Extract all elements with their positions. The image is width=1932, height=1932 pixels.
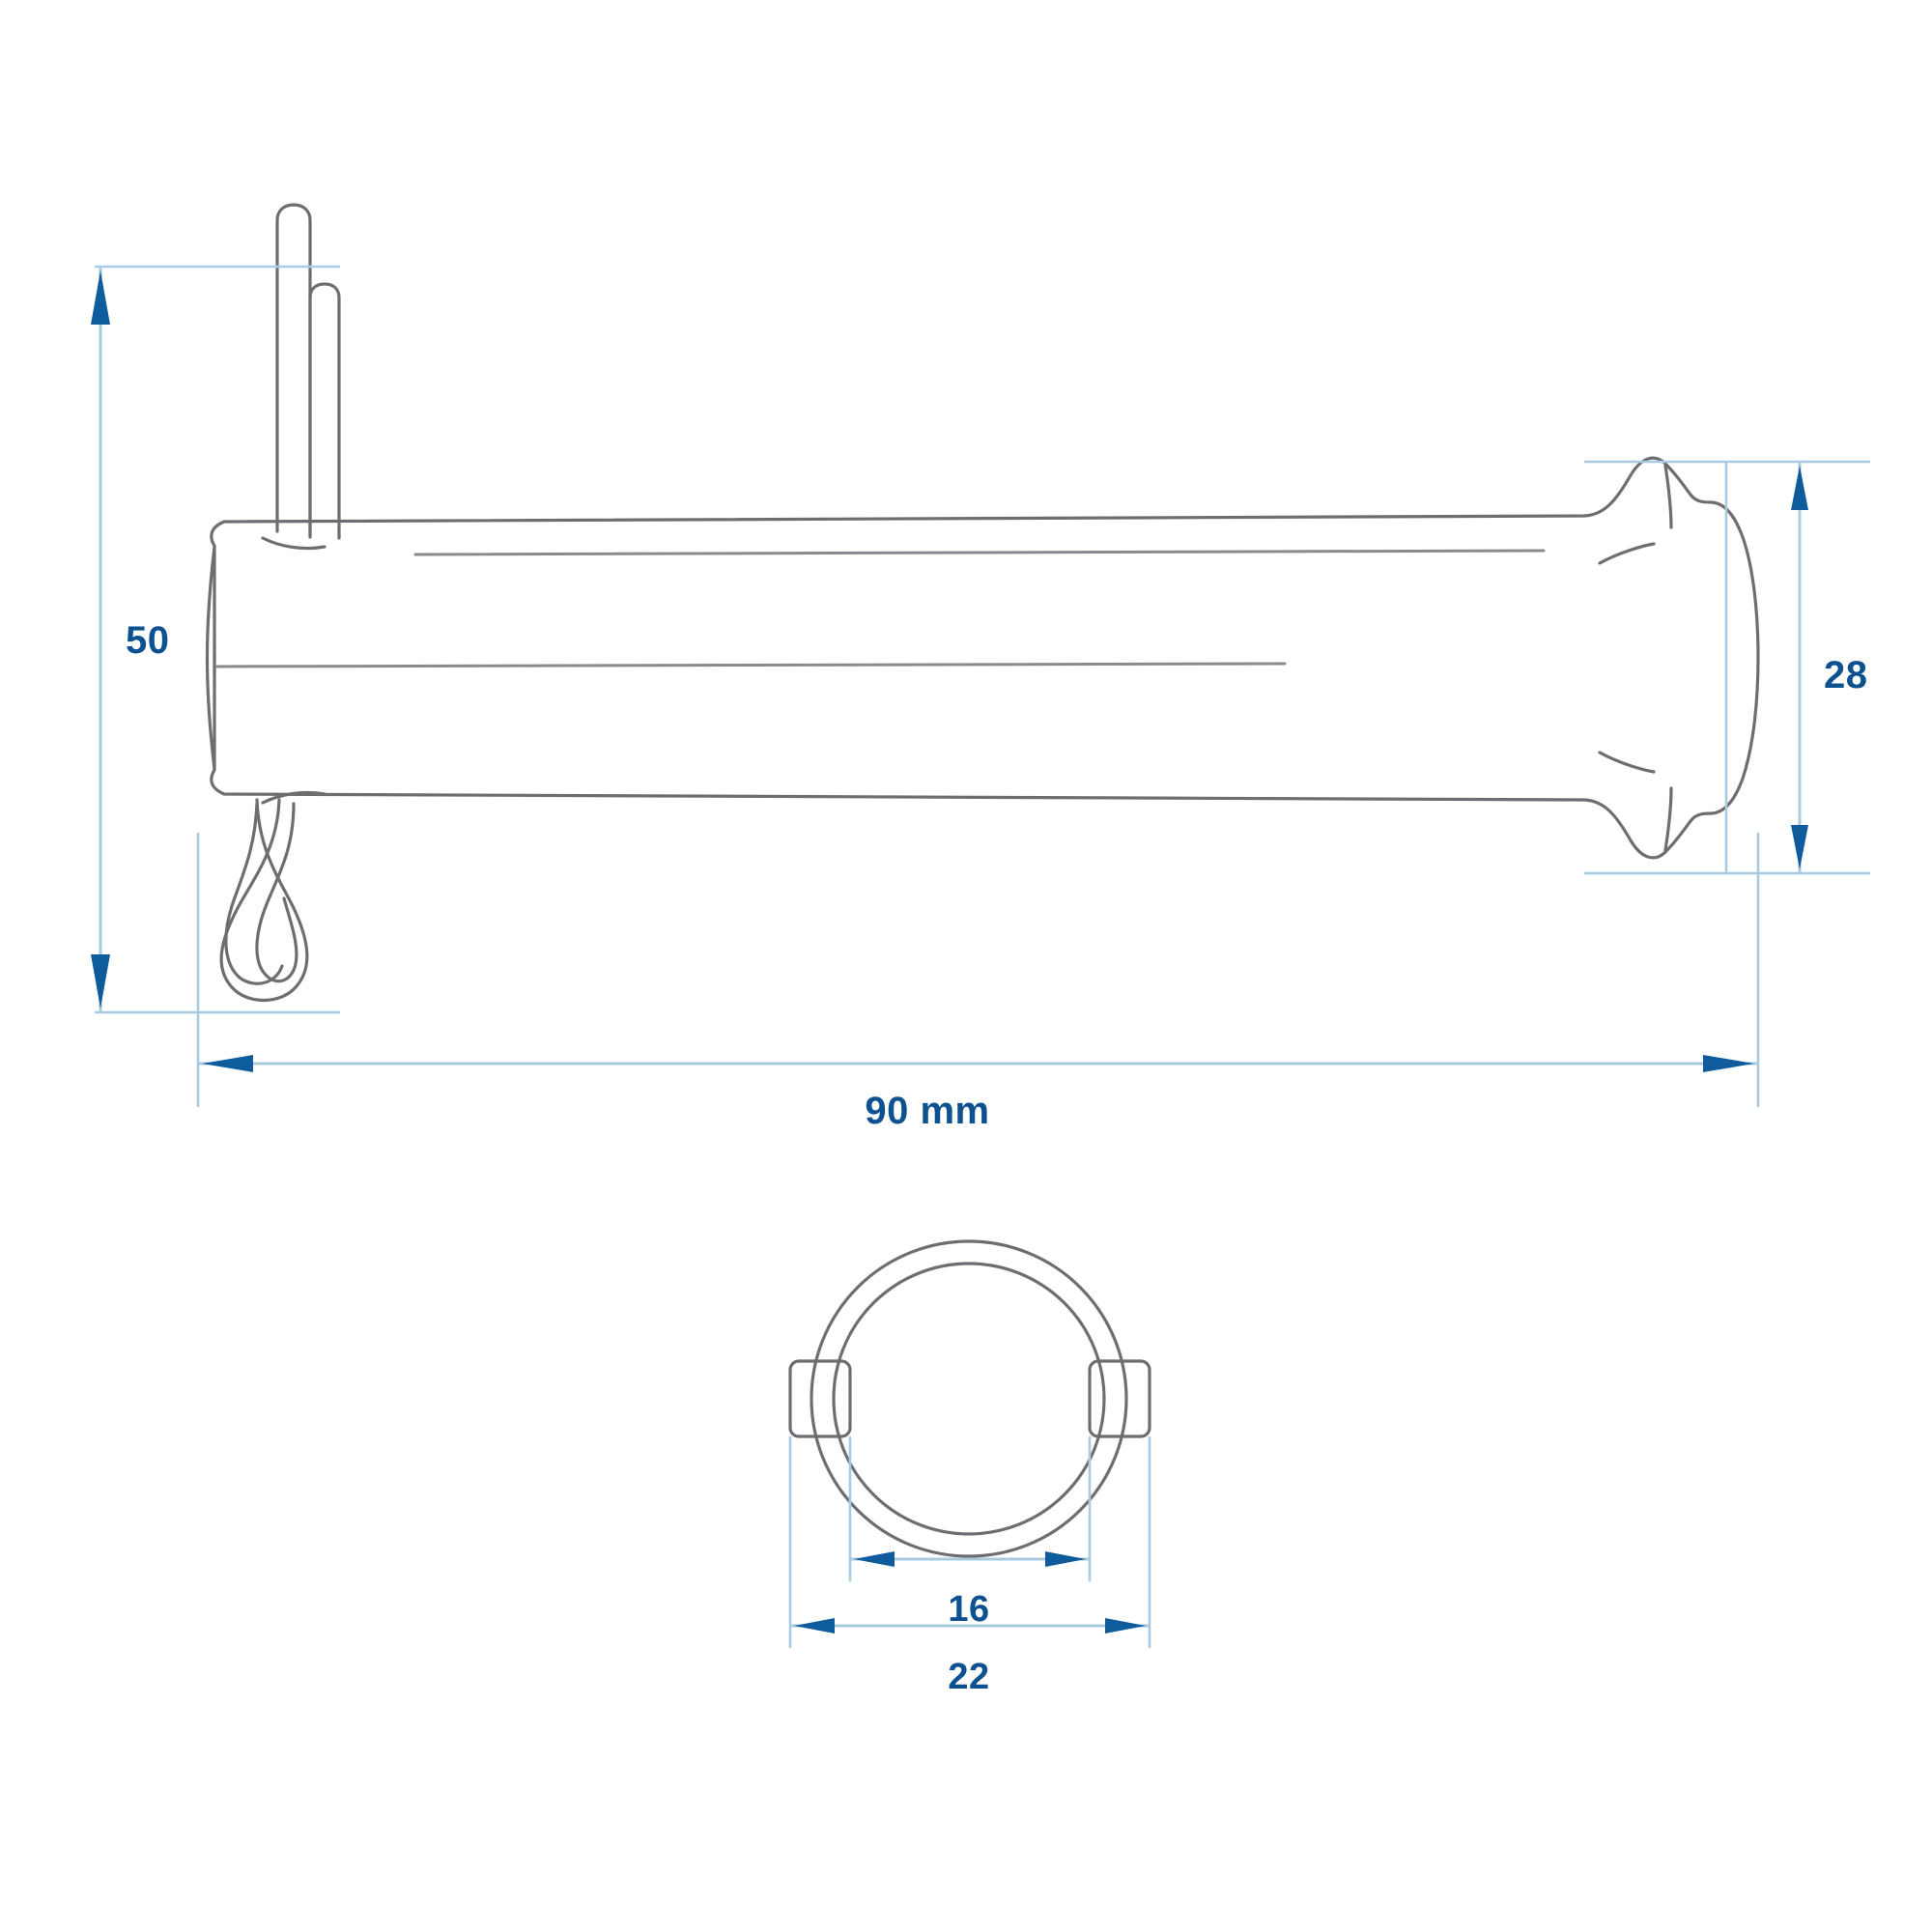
retaining-wire-short-leg <box>308 282 341 540</box>
head-step-line-bottom <box>1663 786 1673 852</box>
body-interior-line-upper <box>413 549 1546 556</box>
dimension-ring-inner-diameter: 16 <box>848 1436 1092 1630</box>
dim-22-label: 22 <box>948 1657 989 1697</box>
pin-body-outline <box>210 456 1760 860</box>
dim-16-arrow-right <box>1045 1551 1086 1567</box>
side-view-part <box>205 203 1760 1003</box>
dim-50-arrow-top <box>91 270 110 325</box>
ring-inner-circle <box>832 1262 1106 1536</box>
dim-90-arrow-right <box>1703 1055 1754 1072</box>
ring-loop-inner-left <box>224 802 284 985</box>
head-step-line-top <box>1663 464 1673 529</box>
ring-loop-outer <box>219 798 309 1003</box>
dim-28-arrow-top <box>1791 466 1808 510</box>
ring-tab-left <box>788 1359 852 1438</box>
dim-90-arrow-left <box>202 1055 253 1072</box>
dimension-ring-outer-diameter: 22 <box>788 1436 1151 1697</box>
dimension-pin-diameter: 28 <box>1584 460 1870 875</box>
retaining-wire-long-leg <box>275 203 312 536</box>
dimension-overall-length: 90 mm <box>196 833 1760 1132</box>
body-interior-line-lower <box>215 662 1287 668</box>
ring-outer-circle <box>810 1239 1128 1558</box>
wire-entry-arc-top <box>261 536 327 551</box>
dim-50-label: 50 <box>126 619 170 662</box>
ring-loop-inner <box>255 802 298 983</box>
dim-90-label: 90 mm <box>865 1090 989 1132</box>
dimension-overall-height: 50 <box>91 265 340 1014</box>
dim-22-arrow-right <box>1105 1618 1146 1634</box>
dim-28-label: 28 <box>1824 654 1868 696</box>
ring-tab-right <box>1088 1359 1151 1438</box>
dim-28-arrow-bottom <box>1791 825 1808 869</box>
wire-entry-arc-bottom <box>261 790 327 805</box>
head-chamfer-arc-bottom <box>1598 751 1656 774</box>
dim-16-label: 16 <box>948 1589 989 1630</box>
dim-22-arrow-left <box>794 1618 835 1634</box>
pin-left-end-seam <box>205 545 216 771</box>
head-chamfer-arc-top <box>1598 542 1656 565</box>
dim-16-arrow-left <box>854 1551 895 1567</box>
end-view-part <box>788 1239 1151 1558</box>
dim-50-arrow-bottom <box>91 954 110 1009</box>
